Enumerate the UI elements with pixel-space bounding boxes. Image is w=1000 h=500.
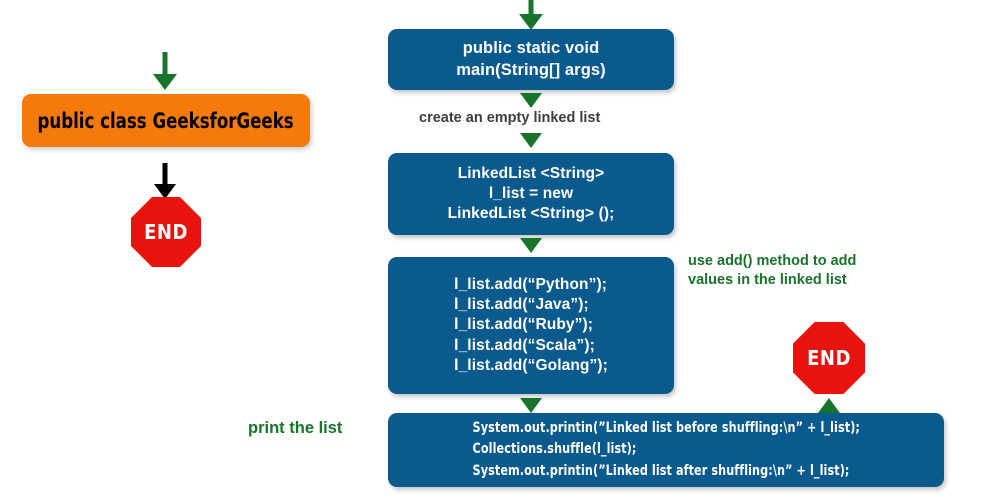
process-box-main-method[interactable]: public static void main(String[] args) (388, 29, 674, 90)
process-box-create-list-text: LinkedList <String> l_list = new LinkedL… (447, 164, 615, 223)
class-declaration-label: public class GeeksforGeeks (37, 108, 295, 133)
process-box-create-list[interactable]: LinkedList <String> l_list = new LinkedL… (388, 153, 674, 235)
end-node-right-label: END (807, 346, 851, 370)
annotation-print-the-list: print the list (248, 419, 343, 437)
arrowhead-down-after-create-list (520, 238, 542, 253)
process-box-print-shuffle-text: System.out.printin(”Linked list before s… (472, 420, 860, 479)
annotation-create-empty-linked-list: create an empty linked list (419, 110, 601, 126)
end-node-left[interactable]: END (131, 197, 201, 267)
end-node-right[interactable]: END (793, 322, 865, 394)
end-node-left-label: END (144, 220, 188, 244)
arrow-down-green-into-main-method (518, 0, 544, 30)
arrowhead-down-before-create-list (520, 133, 542, 148)
annotation-use-add-method: use add() method to add values in the li… (688, 253, 857, 289)
arrow-down-green-into-class-box (152, 52, 178, 90)
arrowhead-down-after-add-values (520, 398, 542, 413)
process-box-add-values-text: l_list.add(“Python”); l_list.add(“Java”)… (454, 276, 608, 374)
arrow-down-black-into-end (152, 163, 178, 199)
arrowhead-up-into-end-node-right (818, 398, 840, 413)
process-box-main-method-text: public static void main(String[] args) (456, 39, 606, 79)
process-box-print-shuffle[interactable]: System.out.printin(”Linked list before s… (388, 413, 944, 487)
process-box-add-values[interactable]: l_list.add(“Python”); l_list.add(“Java”)… (388, 257, 674, 394)
class-declaration-box[interactable]: public class GeeksforGeeks (22, 94, 310, 147)
arrowhead-down-after-main-method (520, 93, 542, 108)
